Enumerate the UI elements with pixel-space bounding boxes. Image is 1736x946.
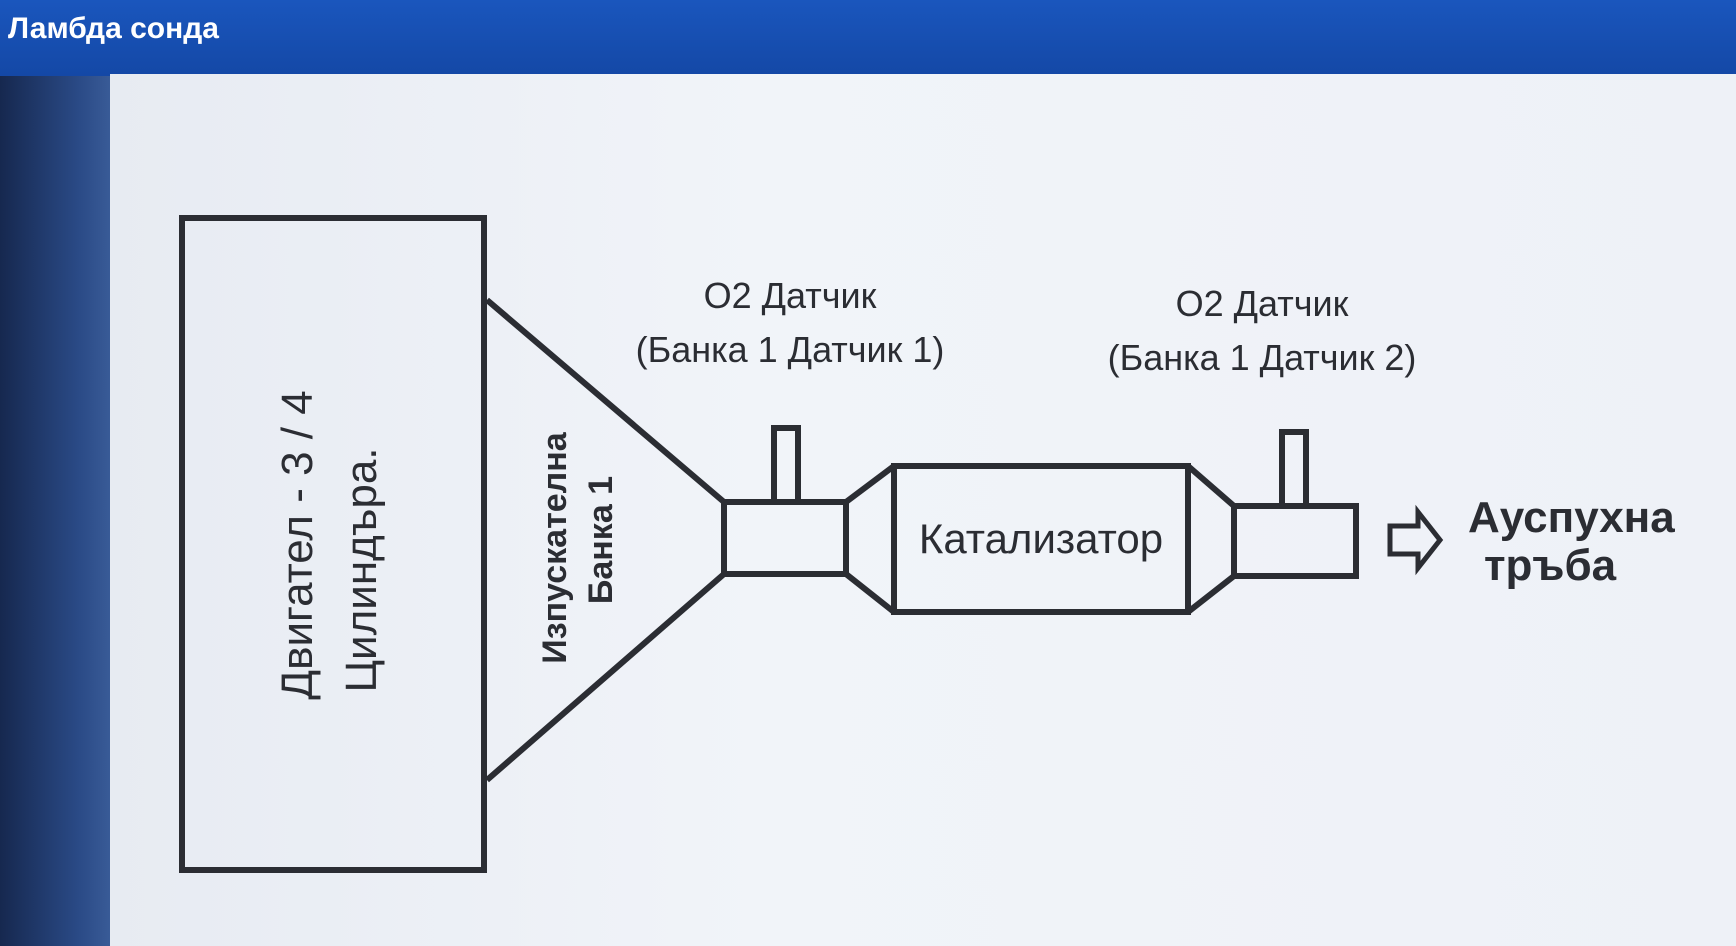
sensor2-label-line1: O2 Датчик xyxy=(1176,283,1349,324)
sensor1-label-line1: O2 Датчик xyxy=(704,275,877,316)
left-panel-edge xyxy=(0,76,112,946)
pipe-segment-1 xyxy=(721,499,849,577)
window-title: Ламбда сонда xyxy=(8,12,219,45)
title-bar: Ламбда сонда xyxy=(0,0,1736,76)
o2-sensor-1 xyxy=(771,425,801,505)
engine-label-line1: Двигател - 3 / 4 xyxy=(273,390,322,699)
o2-sensor-2 xyxy=(1279,429,1309,509)
engine-block xyxy=(179,215,487,873)
manifold-label-line2: Банка 1 xyxy=(582,476,620,604)
catalyst-label: Катализатор xyxy=(919,515,1163,562)
pipe-segment-2 xyxy=(1231,503,1359,579)
engine-label-line2: Цилиндъра. xyxy=(337,447,386,692)
tailpipe-label-line1: Ауспухна xyxy=(1468,493,1675,542)
manifold-label-line1: Изпускателна xyxy=(536,431,574,663)
tailpipe-label-line2: тръба xyxy=(1484,541,1617,590)
catalyst-inlet-cone xyxy=(844,463,896,615)
sensor2-label-line2: (Банка 1 Датчик 2) xyxy=(1108,337,1417,378)
catalyst-outlet-cone xyxy=(1186,463,1236,615)
catalyst-body xyxy=(891,463,1191,615)
sensor1-label-line2: (Банка 1 Датчик 1) xyxy=(636,329,945,370)
flow-arrow-icon xyxy=(1387,504,1444,576)
exhaust-manifold xyxy=(485,297,726,783)
